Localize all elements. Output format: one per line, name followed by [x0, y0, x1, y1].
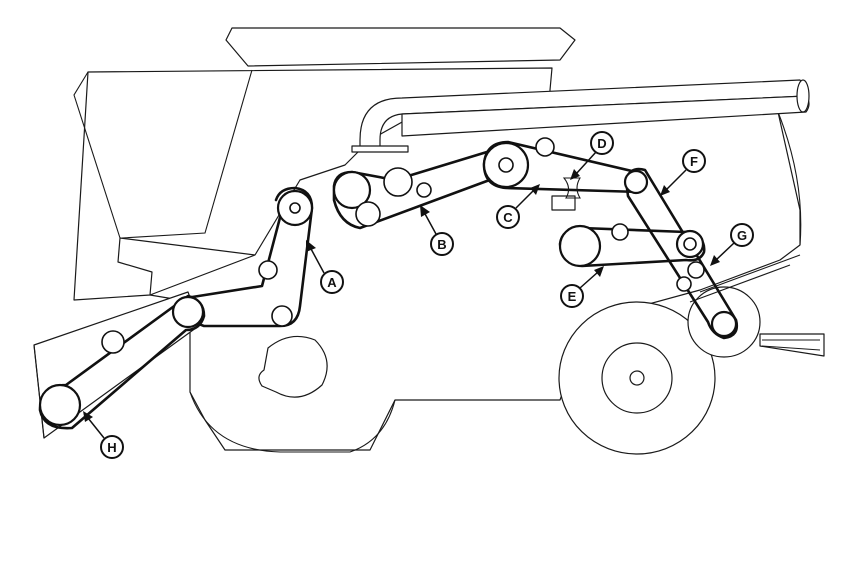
pulley-b-rear [332, 170, 372, 210]
idler-e [611, 223, 629, 241]
callout-h: H [83, 411, 124, 459]
belt-f [624, 167, 739, 340]
idler-h [101, 330, 125, 354]
arrow-b [420, 205, 430, 217]
callout-label-h: H [107, 440, 116, 455]
leader-a [309, 246, 325, 274]
pulley-f-top [623, 169, 649, 195]
callout-e: E [560, 266, 604, 308]
pulley-e-right-hub [683, 237, 697, 251]
arrow-h [83, 411, 93, 422]
pulley-c-hub [498, 157, 514, 173]
callout-label-f: F [690, 154, 698, 169]
callout-circle-c [496, 205, 520, 229]
lower-body-arc [189, 391, 396, 453]
callout-label-a: A [327, 275, 337, 290]
callout-label-g: G [737, 228, 747, 243]
arrow-d [570, 169, 580, 180]
leader-d [575, 151, 597, 175]
idler-c-top [535, 137, 555, 157]
idler-g-top [687, 261, 705, 279]
callout-circle-h [100, 435, 124, 459]
idler-a-mid [258, 260, 278, 280]
callout-b: B [420, 205, 454, 256]
callout-d: D [570, 131, 614, 180]
leader-b [423, 211, 437, 235]
arrow-a [306, 240, 316, 252]
front-wheel [558, 301, 716, 455]
tensioner-d [562, 177, 581, 199]
idler-b [416, 182, 432, 198]
callout-circle-d [590, 131, 614, 155]
callout-circle-b [430, 232, 454, 256]
pulleys [38, 137, 738, 427]
pulley-e-left [558, 224, 602, 268]
arrow-c [530, 184, 540, 195]
callout-a: A [306, 240, 344, 294]
callout-circle-e [560, 284, 584, 308]
chaff-spreader [759, 333, 825, 357]
spreader-lines [761, 339, 821, 351]
callout-circle-a [320, 270, 344, 294]
idler-g-low [676, 276, 692, 292]
engine-housing [258, 335, 328, 398]
callout-label-d: D [597, 136, 606, 151]
front-hub [629, 370, 645, 386]
grain-tank-lid [225, 27, 576, 67]
feeder-front-edge [33, 344, 45, 439]
callout-label-c: C [503, 210, 513, 225]
windshield-line [121, 69, 253, 239]
pulley-a-top-hub [289, 202, 301, 214]
unloading-auger [351, 79, 810, 153]
auger-base-plate [351, 145, 409, 153]
arrow-g [710, 255, 720, 266]
pulley-b-mid [383, 167, 413, 197]
idler-a-low [271, 305, 293, 327]
front-window-line [73, 71, 121, 239]
leader-c [515, 189, 535, 209]
leader-g [715, 242, 735, 261]
rear-hood-curve [777, 111, 802, 246]
arrow-f [660, 185, 670, 196]
auger-end-cap [796, 79, 810, 113]
leader-f [665, 169, 687, 191]
pulley-feeder-drive [171, 295, 205, 329]
callout-circle-g [730, 223, 754, 247]
callout-label-e: E [568, 289, 577, 304]
leader-e [579, 271, 599, 289]
callout-circle-f [682, 149, 706, 173]
callout-g: G [710, 223, 754, 266]
pulley-h-front [38, 383, 82, 427]
pulley-b-low [355, 201, 381, 227]
leader-h [87, 417, 105, 439]
pulley-g-rear [710, 310, 738, 338]
arrow-e [594, 266, 604, 277]
callout-c: C [496, 184, 540, 229]
callout-f: F [660, 149, 706, 196]
callout-label-b: B [437, 237, 446, 252]
